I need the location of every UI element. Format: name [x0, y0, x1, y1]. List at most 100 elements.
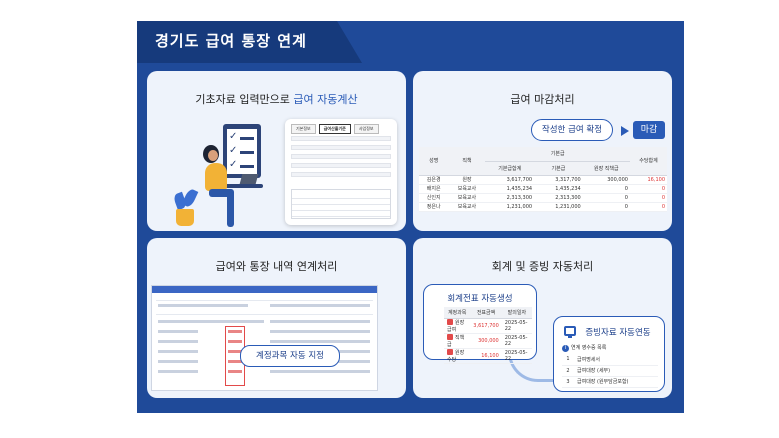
cell-account-label: 원장급여 — [447, 319, 465, 333]
cell-name: 김은경 — [419, 175, 449, 185]
table-row[interactable]: 원장수당 16,100 2025-05-22 — [444, 348, 532, 364]
shot-cell — [270, 370, 370, 373]
receipt-no: 2 — [562, 365, 574, 377]
shot-cell-highlight — [228, 370, 242, 373]
shot-cell — [158, 330, 198, 333]
payroll-input-tabs: 기본정보 급여산출기준 사업정보 — [291, 124, 379, 134]
shot-line — [156, 300, 373, 301]
cell-name: 신인지 — [419, 193, 449, 203]
cell-account: 원장급여 — [444, 318, 471, 334]
list-item[interactable]: 3 급여대장 (원부담금포함) — [562, 376, 658, 388]
panel-bank-link-title: 급여와 통장 내역 연계처리 — [215, 260, 338, 273]
col-base-pay: 기본급 — [534, 161, 583, 176]
person-body — [205, 163, 227, 191]
cell-base-pay: 2,313,300 — [534, 193, 583, 203]
cell-name: 배지은 — [419, 184, 449, 194]
shot-cell — [158, 360, 198, 363]
cell-director-pay: 0 — [582, 202, 630, 212]
table-row[interactable]: 직책급 300,000 2025-05-22 — [444, 333, 532, 349]
form-row — [291, 145, 391, 150]
check-line — [240, 137, 254, 140]
cell-base-total: 3,617,700 — [485, 175, 535, 185]
monitor-icon — [564, 326, 576, 338]
col-position: 직책 — [448, 147, 486, 176]
close-button[interactable]: 마감 — [633, 121, 665, 139]
voucher-card-title: 회계전표 자동생성 — [447, 294, 513, 304]
account-icon — [447, 334, 453, 340]
panel-auto-calc-title-plain: 기초자료 입력만으로 — [195, 93, 294, 106]
shot-cell-highlight — [228, 330, 242, 333]
shot-cell — [270, 320, 370, 323]
panel-pay-close: 급여 마감처리 작성한 급여 확정 마감 성명 직책 기본급 수당합계 기본급합… — [413, 71, 672, 231]
cell-amount: 16,100 — [470, 348, 502, 364]
cell-allowance: 0 — [629, 184, 667, 194]
col-base-total: 기본급합계 — [485, 161, 535, 176]
col-amount: 전표금액 — [470, 307, 502, 319]
shot-cell — [270, 304, 370, 307]
confirm-pay-callout: 작성한 급여 확정 — [531, 119, 613, 141]
cell-amount: 3,617,700 — [470, 318, 502, 334]
pay-table-subheader: 기본급합계 기본급 원장 직책급 — [419, 161, 667, 176]
shot-cell — [158, 370, 198, 373]
cell-allowance: 0 — [629, 202, 667, 212]
title-tab — [137, 21, 362, 63]
tab-basic-info[interactable]: 기본정보 — [291, 124, 316, 134]
list-item[interactable]: 2 급여대장 (세부) — [562, 365, 658, 377]
tab-pay-criteria[interactable]: 급여산출기준 — [318, 124, 351, 134]
table-row[interactable]: 신인지 보육교사 2,313,300 2,313,300 0 0 — [419, 193, 667, 203]
cell-date: 2025-05-22 — [501, 318, 532, 334]
check-icon: ✓ — [229, 159, 238, 170]
person-head — [208, 150, 218, 161]
laptop-icon — [239, 174, 259, 184]
account-icon — [447, 349, 453, 355]
cell-date: 2025-05-22 — [501, 348, 532, 364]
form-row — [291, 154, 391, 159]
payroll-input-window: 기본정보 급여산출기준 사업정보 — [285, 119, 397, 225]
account-icon — [447, 319, 453, 325]
panel-accounting-title: 회계 및 증빙 자동처리 — [491, 260, 594, 273]
shot-cell — [270, 340, 370, 343]
shot-cell-highlight — [228, 360, 242, 363]
panel-accounting: 회계 및 증빙 자동처리 회계전표 자동생성 계정과목 전표금액 발의일자 원장… — [413, 238, 672, 398]
voucher-table-header: 계정과목 전표금액 발의일자 — [444, 307, 532, 319]
cell-allowance: 16,100 — [629, 175, 667, 185]
cell-director-pay: 0 — [582, 193, 630, 203]
panel-auto-calc-title: 기초자료 입력만으로 급여 자동계산 — [147, 91, 406, 107]
voucher-table: 계정과목 전표금액 발의일자 원장급여 3,617,700 2025-05-22… — [444, 307, 532, 364]
cell-account: 직책급 — [444, 333, 471, 349]
person-leg — [227, 189, 234, 227]
panel-bank-link: 급여와 통장 내역 연계처리 계정과목 자동 지정 — [147, 238, 406, 398]
cell-account: 원장수당 — [444, 348, 471, 364]
account-auto-assign-callout: 계정과목 자동 지정 — [240, 345, 340, 367]
cell-allowance: 0 — [629, 193, 667, 203]
check-line — [240, 165, 254, 168]
table-row[interactable]: 정은나 보육교사 1,231,000 1,231,000 0 0 — [419, 202, 667, 212]
voucher-card: 회계전표 자동생성 계정과목 전표금액 발의일자 원장급여 3,617,700 … — [423, 284, 537, 364]
shot-cell-highlight — [228, 340, 242, 343]
pay-table-header: 성명 직책 기본급 수당합계 — [419, 147, 667, 176]
shot-cell — [270, 330, 370, 333]
table-row[interactable]: 배지은 보육교사 1,435,234 1,435,234 0 0 — [419, 184, 667, 194]
form-row — [291, 163, 391, 168]
table-row[interactable]: 원장급여 3,617,700 2025-05-22 — [444, 318, 532, 334]
table-row[interactable]: 김은경 원장 3,617,700 3,317,700 300,000 16,10… — [419, 175, 667, 185]
shot-cell-highlight — [228, 350, 242, 353]
cell-director-pay: 300,000 — [582, 175, 630, 185]
shot-cell — [158, 320, 264, 323]
col-allowance-total: 수당합계 — [629, 147, 667, 176]
tab-business-info[interactable]: 사업정보 — [353, 124, 379, 134]
cell-account-label: 원장수당 — [447, 349, 465, 363]
page-title: 경기도 급여 통장 연계 — [155, 32, 307, 50]
cell-position: 보육교사 — [448, 184, 486, 194]
cell-base-pay: 1,231,000 — [534, 202, 583, 212]
cell-base-total: 1,435,234 — [485, 184, 535, 194]
list-item[interactable]: 1 급여명세서 — [562, 354, 658, 366]
col-name: 성명 — [419, 147, 449, 176]
col-director-pay: 원장 직책급 — [582, 161, 630, 176]
cell-base-total: 1,231,000 — [485, 202, 535, 212]
panel-auto-calc: 기초자료 입력만으로 급여 자동계산 ✓ ✓ ✓ 기본정보 급여산출기준 사업정… — [147, 71, 406, 231]
grid-line — [292, 198, 390, 199]
check-icon: ✓ — [229, 131, 238, 142]
